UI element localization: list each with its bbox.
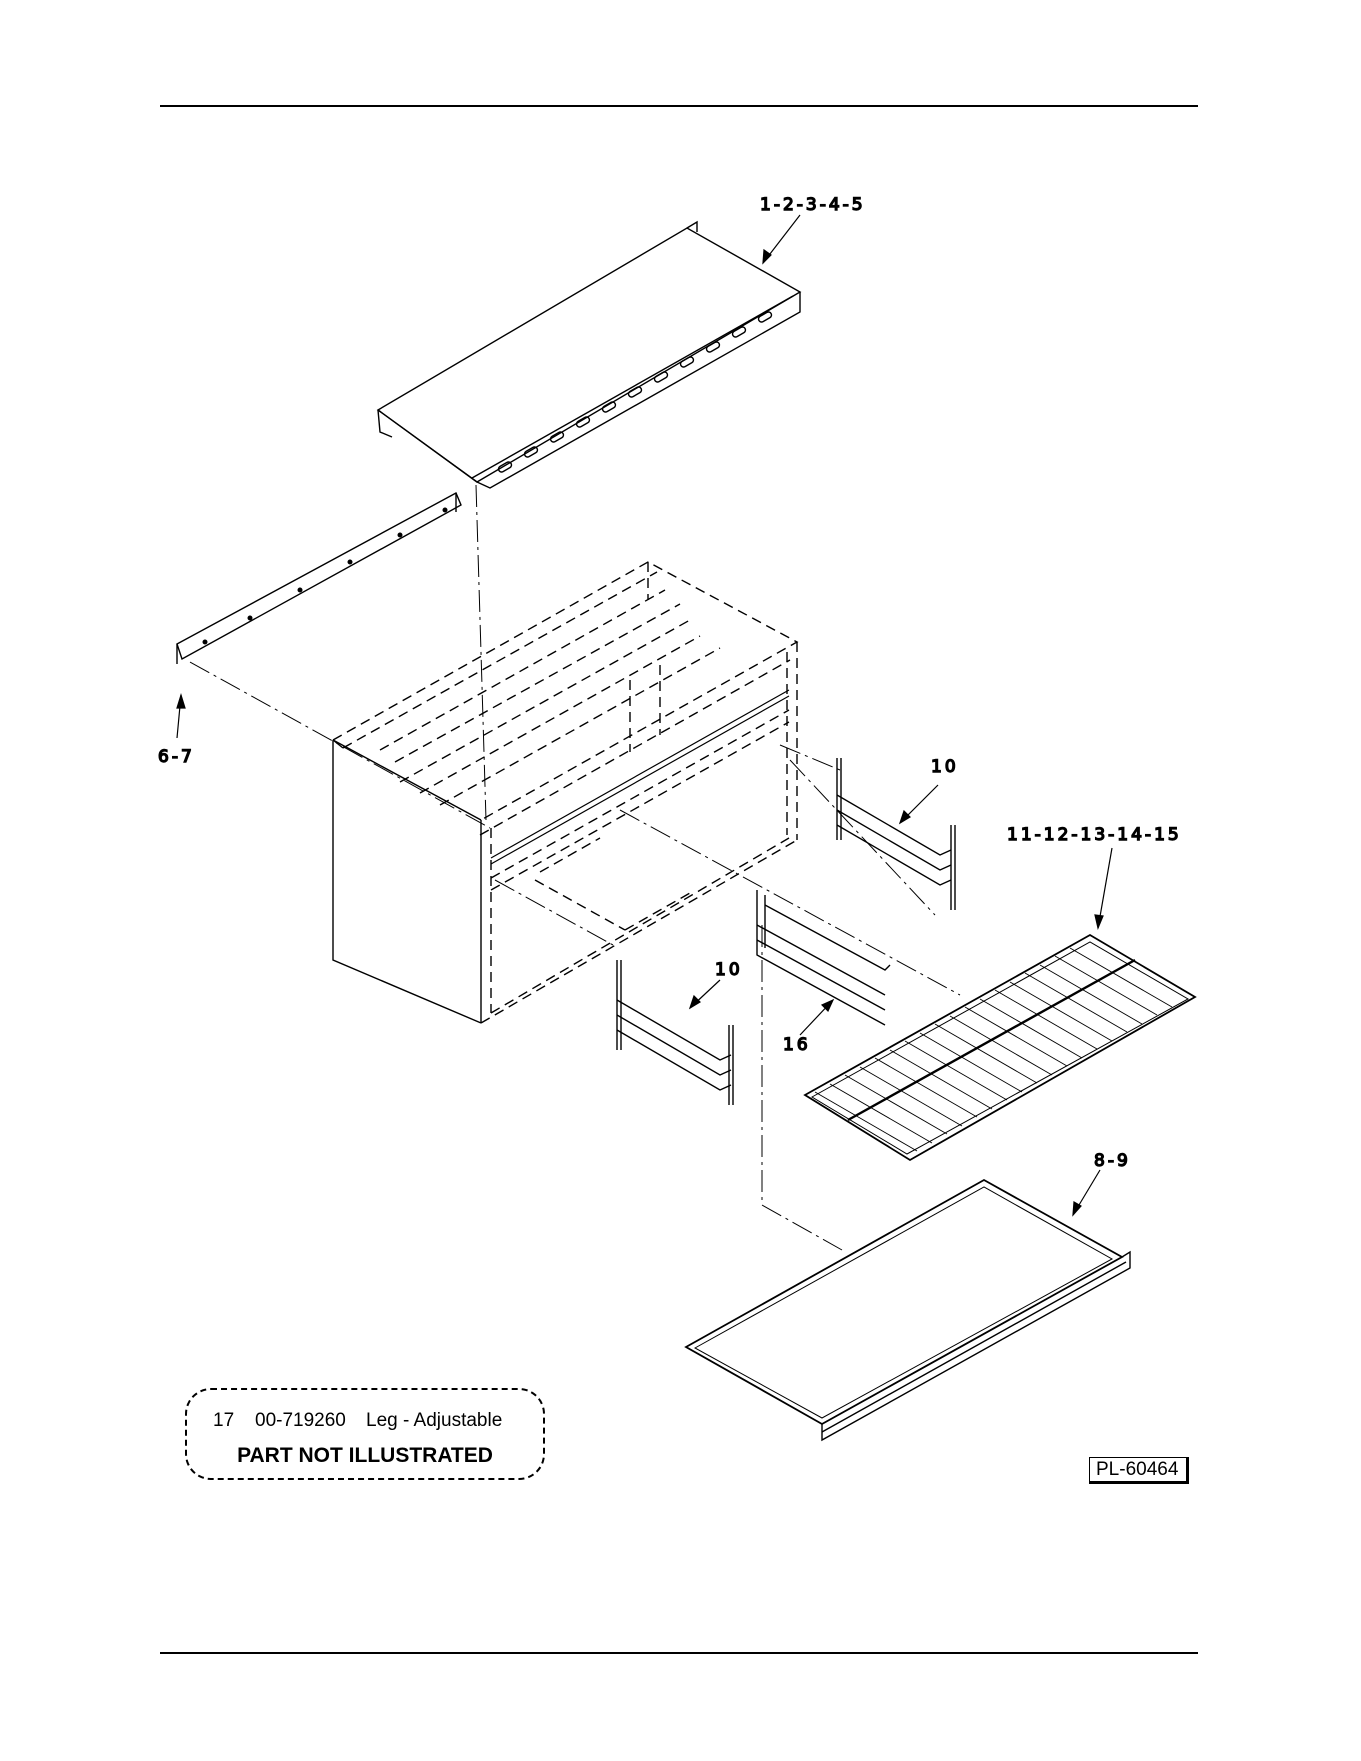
callout-wire-shelf: 11-12-13-14-15 <box>1007 825 1182 845</box>
drawing-number: PL-60464 <box>1089 1457 1189 1484</box>
notice-item-number: 17 <box>213 1410 255 1432</box>
alignment-lines <box>190 485 960 1250</box>
wire-shelf <box>805 935 1195 1160</box>
rack-lower <box>617 960 733 1105</box>
notice-part-number: 00-719260 <box>255 1410 366 1432</box>
cabinet-base <box>333 562 797 1023</box>
callout-top-shelf: 1-2-3-4-5 <box>760 195 866 215</box>
callout-bottom-panel: 8-9 <box>1094 1151 1131 1171</box>
rear-rail <box>177 493 461 664</box>
callout-slide: 16 <box>783 1035 811 1055</box>
notice-title: PART NOT ILLUSTRATED <box>187 1444 543 1468</box>
top-shelf <box>378 222 800 488</box>
callout-rack-lower: 10 <box>715 960 743 980</box>
callout-rack-upper: 10 <box>931 757 959 777</box>
callout-rear-rail: 6-7 <box>158 747 195 767</box>
notice-description: Leg - Adjustable <box>366 1410 502 1432</box>
bottom-panel <box>686 1180 1130 1440</box>
rack-upper <box>837 758 955 910</box>
